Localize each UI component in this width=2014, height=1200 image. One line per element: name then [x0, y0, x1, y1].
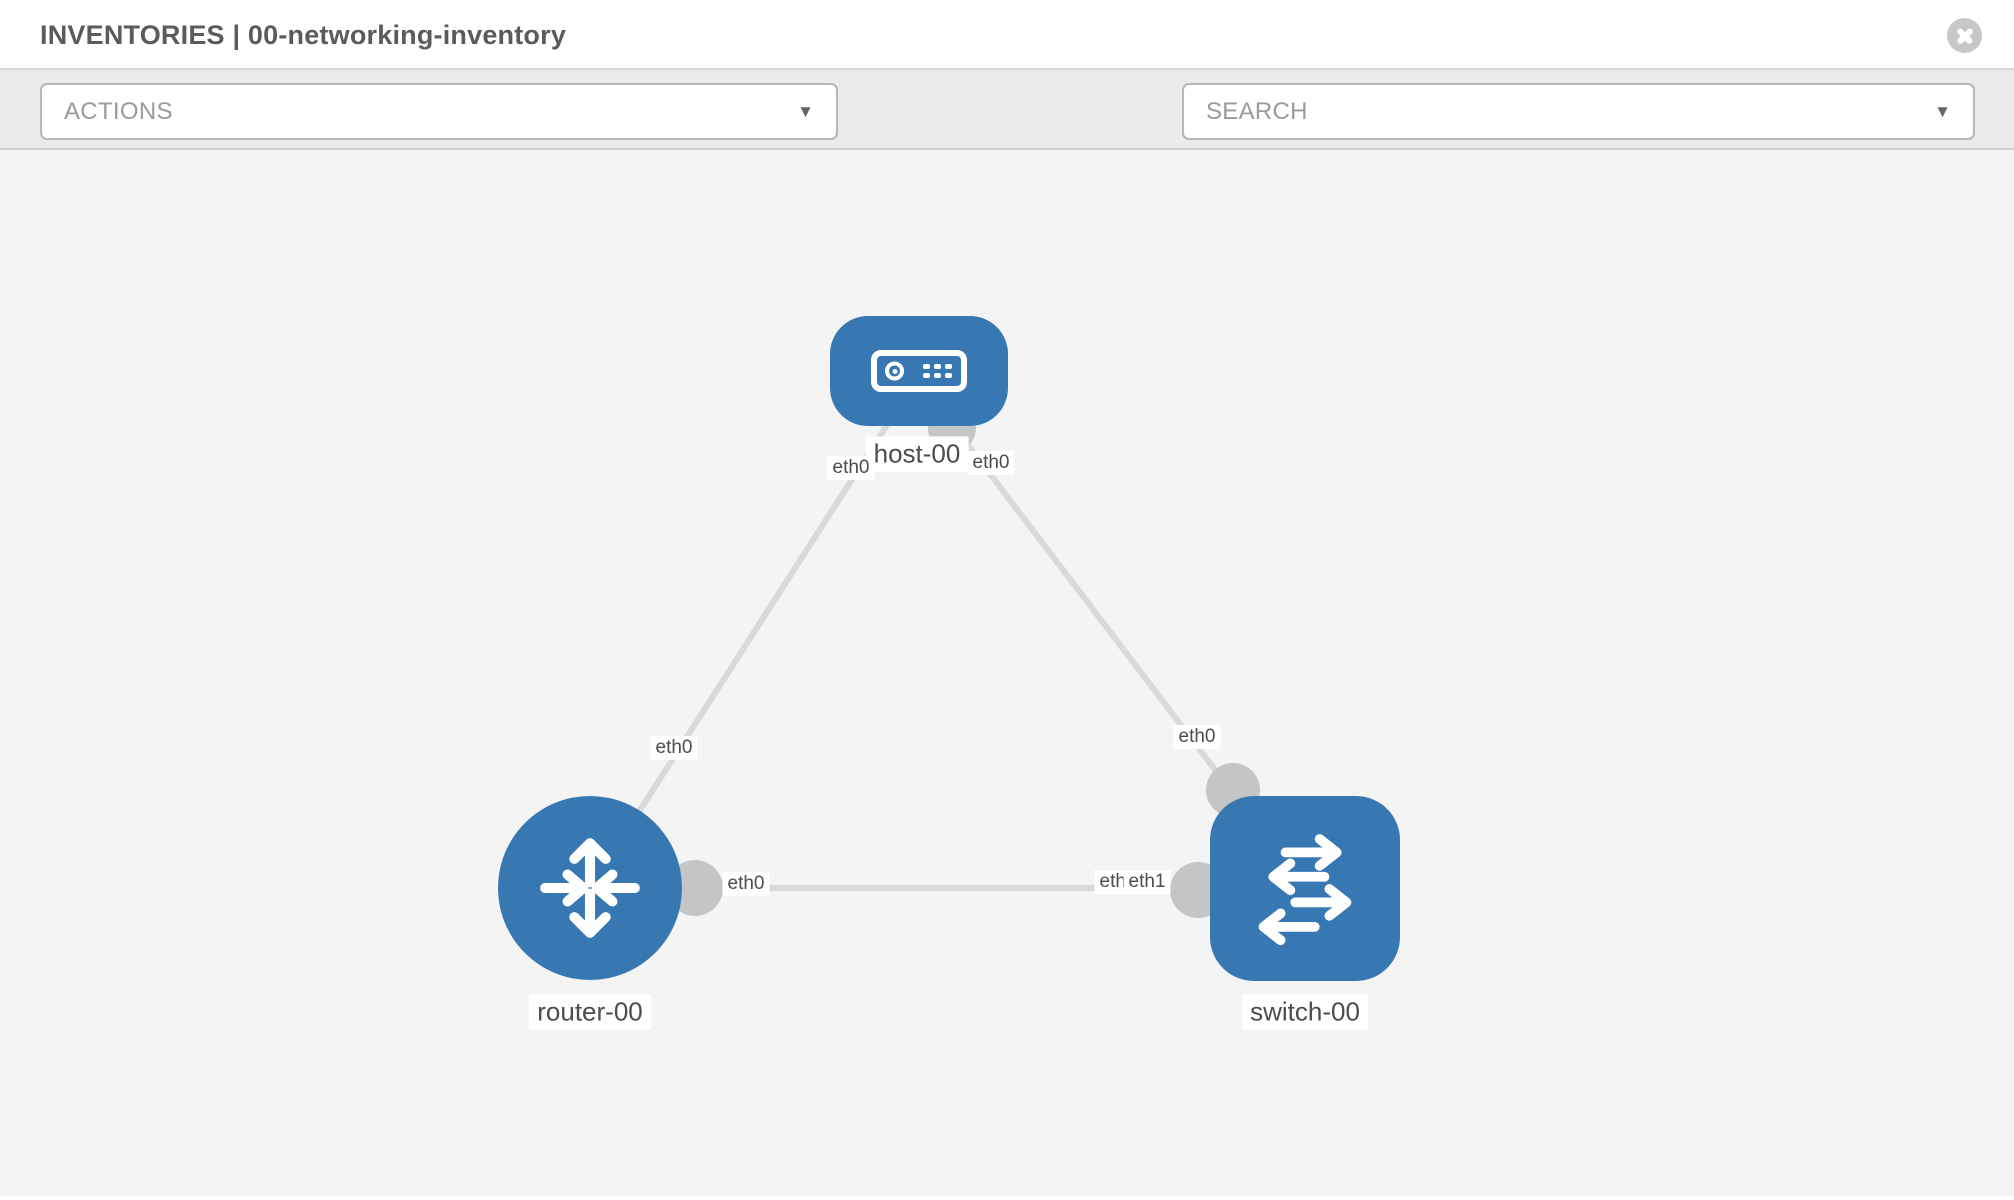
- search-select[interactable]: SEARCH ▼: [1182, 83, 1975, 140]
- search-select-label: SEARCH: [1206, 97, 1308, 125]
- node-label-router: router-00: [529, 994, 651, 1030]
- interface-label: eth1: [1123, 870, 1171, 894]
- actions-select[interactable]: ACTIONS ▼: [40, 83, 838, 140]
- node-host-00[interactable]: [830, 316, 1008, 426]
- node-router-00[interactable]: [498, 796, 682, 980]
- interface-label: eth0: [722, 872, 770, 896]
- interface-label: eth0: [827, 456, 875, 480]
- chevron-down-icon: ▼: [797, 101, 814, 121]
- toolbar: ACTIONS ▼ SEARCH ▼: [0, 70, 2014, 204]
- page-title: INVENTORIES | 00-networking-inventory: [40, 20, 567, 50]
- interface-label: eth0: [650, 736, 698, 760]
- chevron-down-icon: ▼: [1934, 101, 1951, 121]
- interface-label: eth0: [1173, 725, 1221, 749]
- switch-icon: [1258, 833, 1352, 945]
- close-icon[interactable]: [1947, 18, 1982, 53]
- page-header: INVENTORIES | 00-networking-inventory: [0, 0, 2014, 70]
- host-icon: [871, 350, 967, 392]
- actions-select-label: ACTIONS: [64, 97, 173, 125]
- node-label-host: host-00: [865, 436, 969, 472]
- node-switch-00[interactable]: [1210, 796, 1400, 981]
- node-label-switch: switch-00: [1242, 994, 1368, 1030]
- interface-label: eth0: [967, 451, 1015, 475]
- router-icon: [540, 838, 640, 938]
- topology-canvas[interactable]: host-00 router-00 switch-00 eth0 eth0 et…: [0, 150, 2014, 1196]
